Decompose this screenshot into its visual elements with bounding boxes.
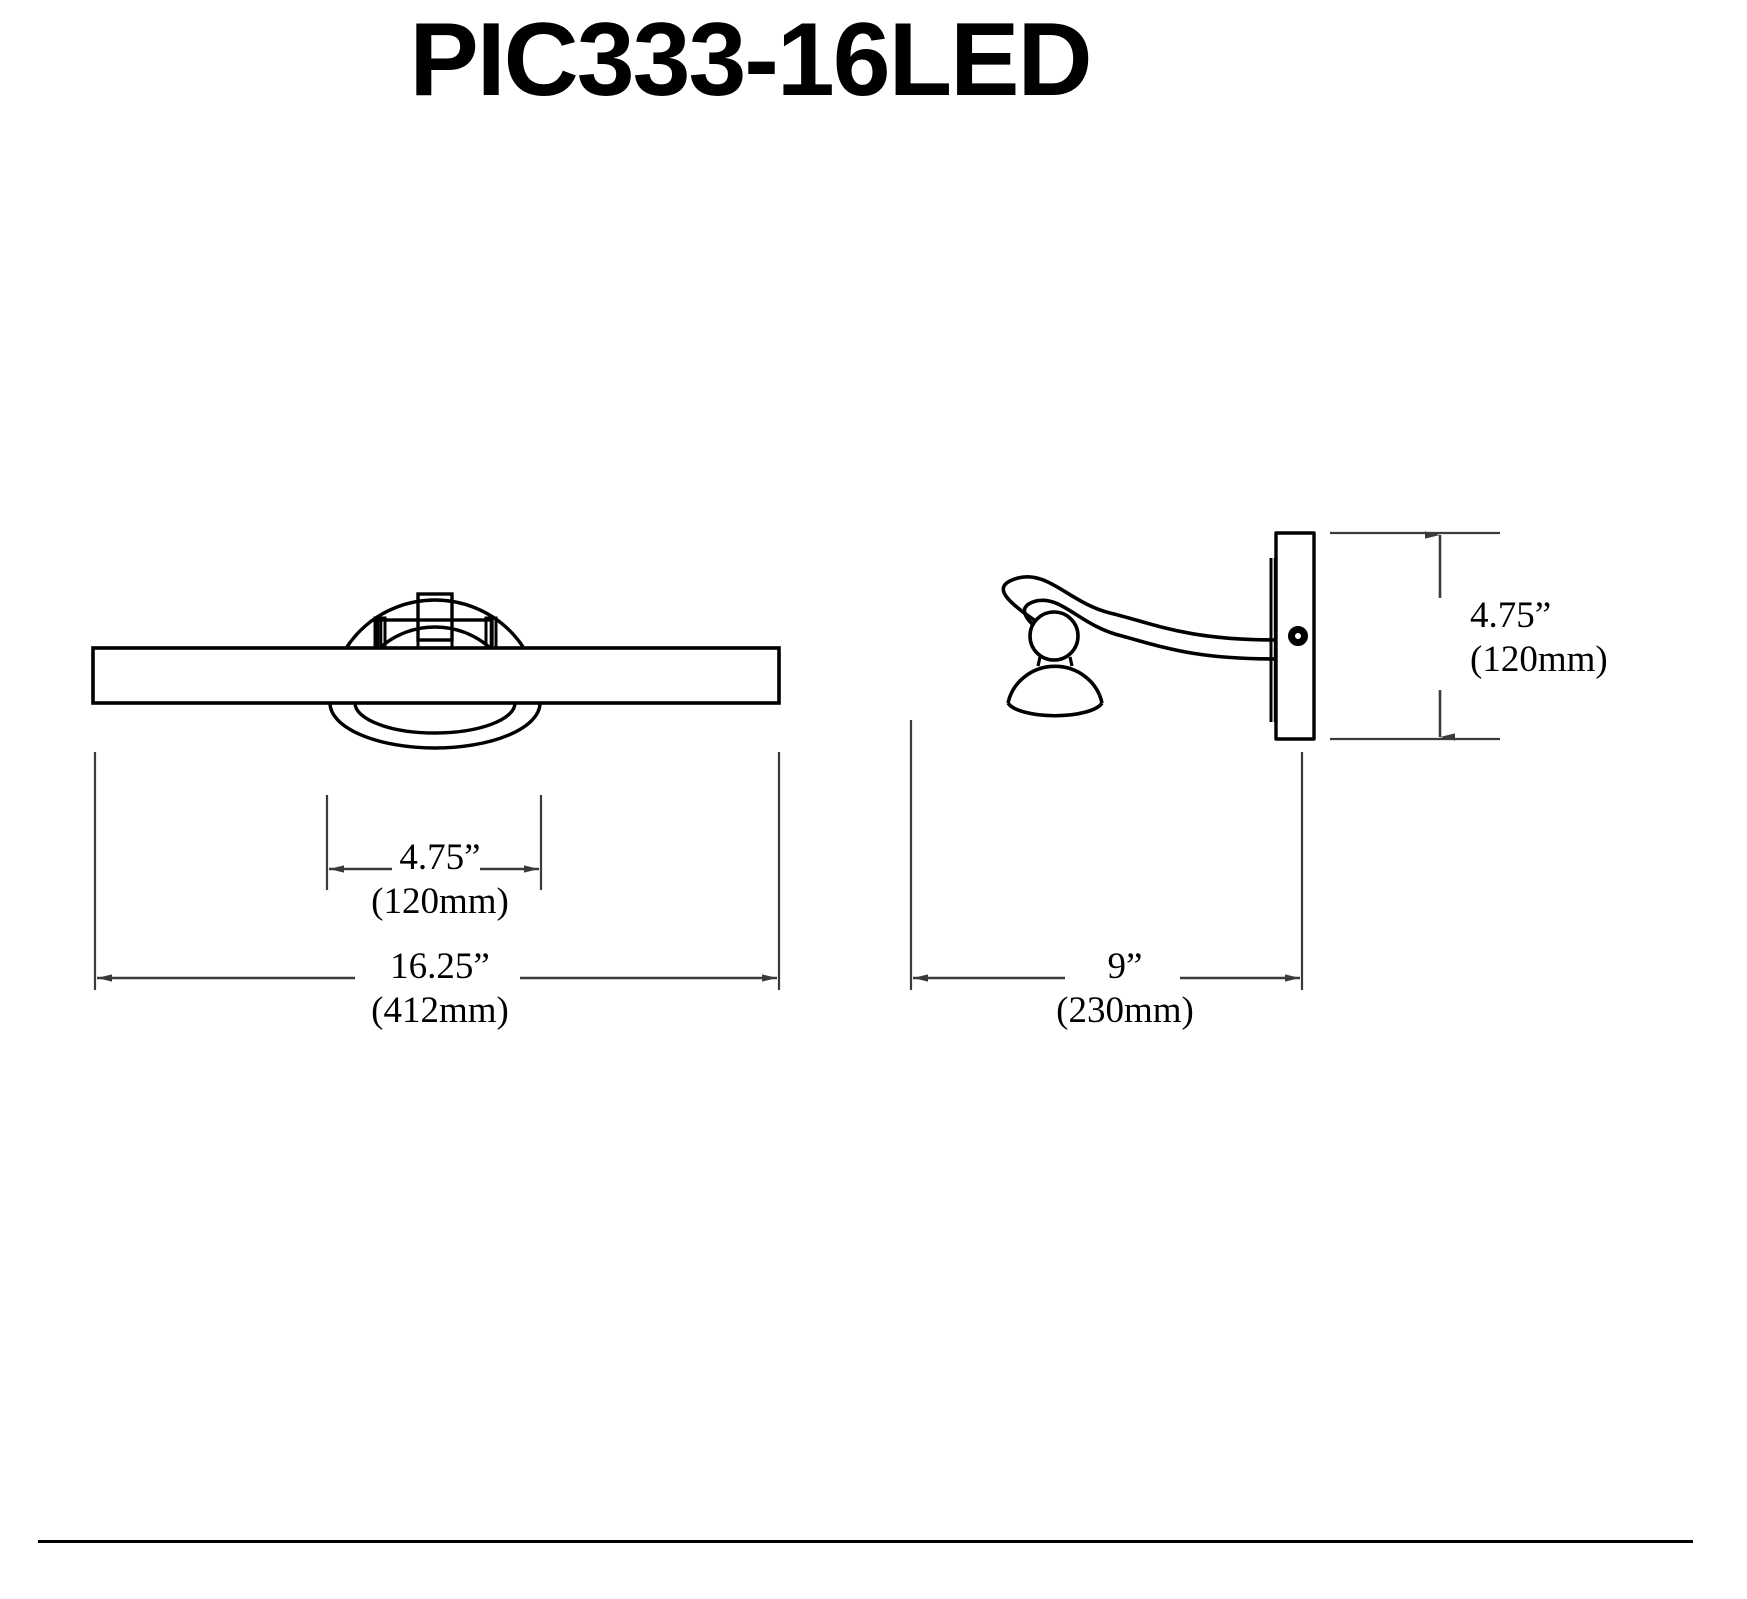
dimension-inches: 4.75” bbox=[399, 837, 481, 878]
side-view-group bbox=[1001, 531, 1316, 741]
lamp-shade-lower bbox=[1006, 701, 1104, 718]
wall-plate-screw-center bbox=[1295, 633, 1301, 639]
shade-neck bbox=[1036, 656, 1074, 667]
dimension-label-side-height: 4.75” (120mm) bbox=[1470, 594, 1747, 681]
dimension-label-front-width: 16.25” (412mm) bbox=[300, 945, 580, 1032]
backplate-outer-arc-lower bbox=[328, 702, 542, 750]
dimension-inches: 16.25” bbox=[390, 946, 490, 987]
front-view-group bbox=[91, 592, 781, 750]
socket-stem bbox=[416, 592, 454, 642]
light-bar-body bbox=[91, 646, 781, 705]
swan-arm-upper-edge bbox=[1001, 574, 1277, 642]
swan-arm-lower-edge bbox=[1022, 598, 1277, 661]
dimension-mm: (120mm) bbox=[1470, 638, 1608, 680]
dimension-inches: 4.75” bbox=[1470, 595, 1552, 636]
backplate-inner-arc-lower bbox=[353, 702, 517, 735]
dimension-label-side-projection: 9” (230mm) bbox=[985, 945, 1265, 1032]
arm-ball-joint bbox=[1028, 610, 1080, 662]
dimension-inches: 9” bbox=[1107, 946, 1143, 987]
lamp-shade-dome bbox=[1006, 664, 1104, 704]
front-dimensions-group bbox=[93, 752, 781, 990]
dimension-mm: (230mm) bbox=[1056, 989, 1194, 1031]
page-title: PIC333-16LED bbox=[409, 2, 1092, 118]
dimension-mm: (412mm) bbox=[371, 989, 509, 1031]
dimension-label-backplate-width: 4.75” (120mm) bbox=[300, 836, 580, 923]
footer-divider bbox=[38, 1540, 1693, 1543]
dimension-mm: (120mm) bbox=[371, 880, 509, 922]
side-dimensions-group bbox=[909, 531, 1500, 990]
